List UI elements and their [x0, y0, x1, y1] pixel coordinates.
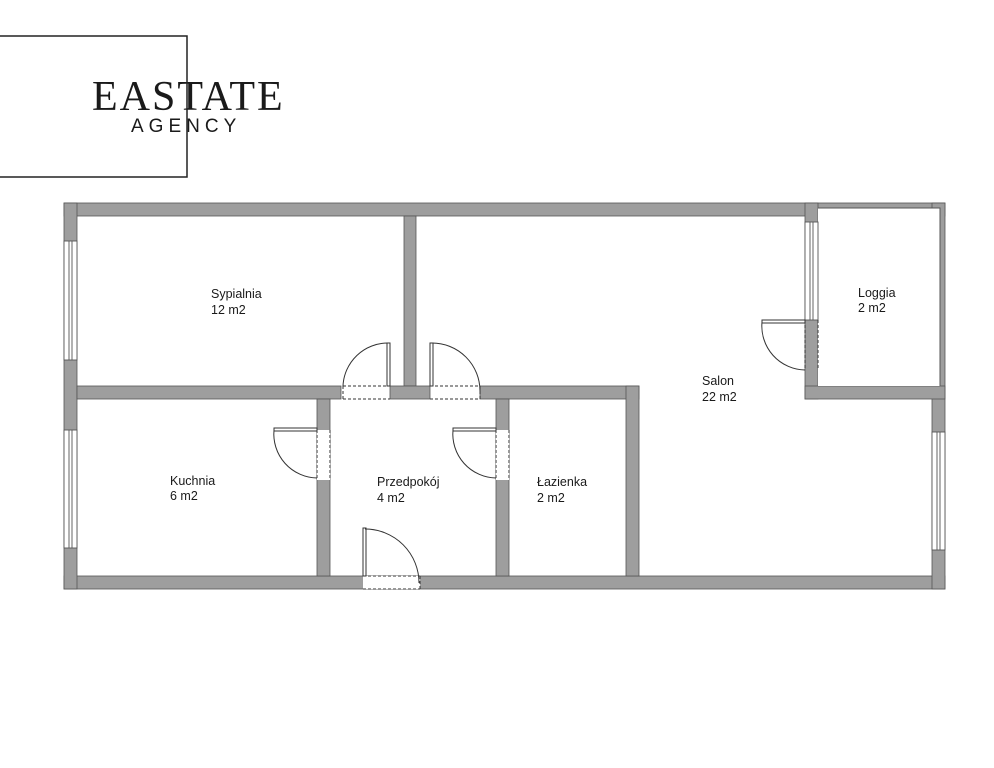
door-bathroom: [452, 427, 510, 480]
logo-subtitle: AGENCY: [131, 116, 242, 137]
door-kitchen: [273, 427, 331, 480]
room-area-kuchnia: 6 m2: [170, 489, 198, 503]
room-name-lazienka: Łazienka: [537, 475, 587, 489]
windows: [63, 221, 946, 551]
doors: [273, 319, 819, 590]
door-salon: [429, 342, 481, 400]
openings: [64, 208, 945, 589]
door-entrance: [362, 527, 421, 590]
room-area-przedpokoj: 4 m2: [377, 491, 405, 505]
door-bedroom: [342, 342, 391, 400]
room-name-loggia: Loggia: [858, 286, 896, 300]
room-area-loggia: 2 m2: [858, 301, 886, 315]
room-area-sypialnia: 12 m2: [211, 303, 246, 317]
room-area-lazienka: 2 m2: [537, 491, 565, 505]
room-name-sypialnia: Sypialnia: [211, 287, 262, 301]
room-name-kuchnia: Kuchnia: [170, 474, 215, 488]
door-loggia: [761, 319, 819, 371]
room-labels: Sypialnia 12 m2 Loggia 2 m2 Salon 22 m2 …: [170, 286, 896, 505]
logo-frame: [0, 35, 188, 178]
room-name-przedpokoj: Przedpokój: [377, 475, 440, 489]
room-name-salon: Salon: [702, 374, 734, 388]
room-area-salon: 22 m2: [702, 390, 737, 404]
loggia-outline: [818, 207, 941, 386]
